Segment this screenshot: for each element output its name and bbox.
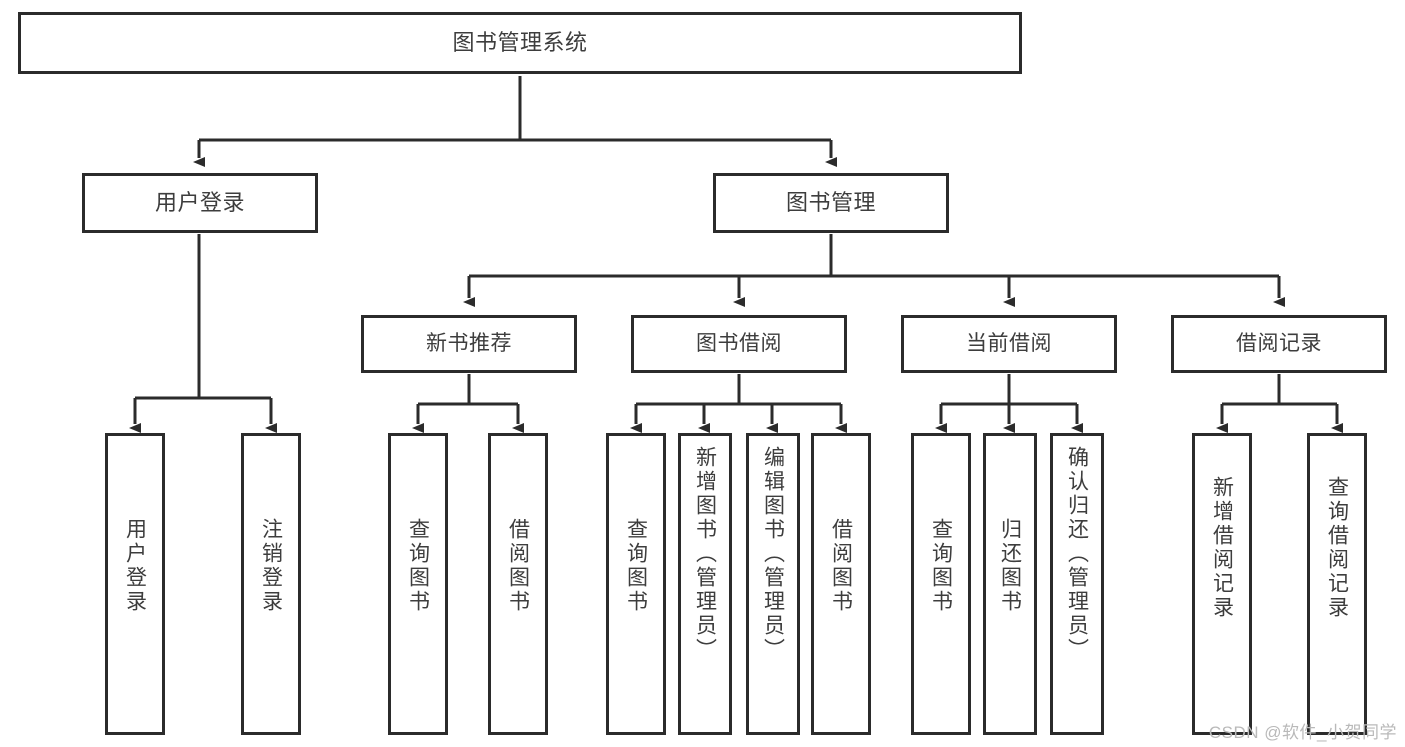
node-label: 新增借阅记录	[1210, 476, 1234, 620]
node-leaf-edit-book-admin[interactable]: 编辑图书（管理员）	[746, 433, 800, 735]
node-label: 借阅记录	[1236, 331, 1322, 355]
node-leaf-query-books-recommend[interactable]: 查询图书	[388, 433, 448, 735]
node-label: 新增图书（管理员）	[693, 446, 717, 662]
node-leaf-query-borrow-record[interactable]: 查询借阅记录	[1307, 433, 1367, 735]
node-label: 当前借阅	[966, 331, 1052, 355]
node-label: 确认归还（管理员）	[1065, 446, 1089, 662]
node-new-book-recommendation[interactable]: 新书推荐	[361, 315, 577, 373]
node-label: 图书借阅	[696, 331, 782, 355]
node-leaf-query-books-borrow[interactable]: 查询图书	[606, 433, 666, 735]
node-label: 查询图书	[406, 518, 430, 614]
node-label: 借阅图书	[506, 518, 530, 614]
node-leaf-logout[interactable]: 注销登录	[241, 433, 301, 735]
node-label: 图书管理	[785, 190, 876, 216]
node-leaf-user-login[interactable]: 用户登录	[105, 433, 165, 735]
node-leaf-borrow-books[interactable]: 借阅图书	[811, 433, 871, 735]
node-label: 归还图书	[998, 518, 1022, 614]
node-label: 用户登录	[154, 190, 245, 216]
node-leaf-return-books[interactable]: 归还图书	[983, 433, 1037, 735]
node-current-borrowing[interactable]: 当前借阅	[901, 315, 1117, 373]
node-book-borrowing[interactable]: 图书借阅	[631, 315, 847, 373]
node-label: 借阅图书	[829, 518, 853, 614]
node-label: 用户登录	[123, 518, 147, 614]
node-root-book-management-system[interactable]: 图书管理系统	[18, 12, 1022, 74]
node-label: 图书管理系统	[452, 30, 588, 56]
node-label: 查询图书	[929, 518, 953, 614]
node-leaf-query-books-current[interactable]: 查询图书	[911, 433, 971, 735]
csdn-watermark: CSDN @软件_小贺同学	[1208, 723, 1397, 742]
node-label: 注销登录	[259, 518, 283, 614]
node-label: 查询图书	[624, 518, 648, 614]
node-label: 编辑图书（管理员）	[761, 446, 785, 662]
node-user-login[interactable]: 用户登录	[82, 173, 318, 233]
node-book-management[interactable]: 图书管理	[713, 173, 949, 233]
node-label: 新书推荐	[426, 331, 512, 355]
node-borrowing-records[interactable]: 借阅记录	[1171, 315, 1387, 373]
node-leaf-add-borrow-record[interactable]: 新增借阅记录	[1192, 433, 1252, 735]
node-leaf-borrow-books-recommend[interactable]: 借阅图书	[488, 433, 548, 735]
node-leaf-confirm-return-admin[interactable]: 确认归还（管理员）	[1050, 433, 1104, 735]
node-leaf-add-book-admin[interactable]: 新增图书（管理员）	[678, 433, 732, 735]
node-label: 查询借阅记录	[1325, 476, 1349, 620]
